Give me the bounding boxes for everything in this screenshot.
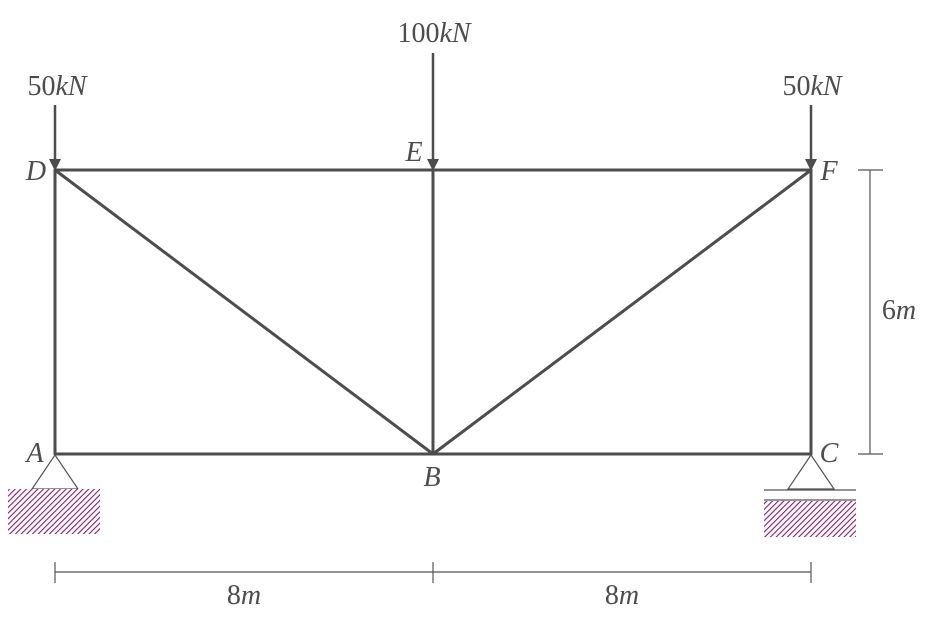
ground-hatch [764, 501, 856, 537]
roller-support-icon [786, 453, 836, 490]
load-arrow-e [427, 53, 439, 171]
dimension-height-label: 6m [882, 295, 916, 326]
load-value-e: 100 [397, 18, 439, 49]
pin-support-a [8, 453, 100, 534]
arrowhead-icon [49, 159, 61, 171]
load-arrow-f [805, 105, 817, 171]
load-label-e: 100kN [397, 18, 471, 49]
roller-support-c [764, 453, 856, 537]
member-BF [431, 168, 813, 456]
node-label-f: F [819, 156, 838, 187]
dimension-span-left-label: 8m [227, 580, 261, 611]
dimension-span-right-label: 8m [605, 580, 639, 611]
node-label-c: C [820, 438, 839, 469]
dimension-height [858, 169, 883, 455]
arrowhead-icon [805, 159, 817, 171]
load-label-d: 50kN [27, 71, 87, 102]
load-arrow-d [49, 105, 61, 171]
load-value-f: 50 [782, 71, 810, 102]
load-label-f: 50kN [782, 71, 842, 102]
arrowhead-icon [427, 159, 439, 171]
member-BD [53, 168, 435, 456]
node-label-e: E [404, 137, 422, 168]
truss-members [53, 168, 813, 456]
load-value-d: 50 [27, 71, 55, 102]
dimension-spans [54, 562, 812, 583]
node-label-d: D [25, 156, 46, 187]
ground-hatch [8, 489, 100, 534]
node-label-b: B [423, 462, 440, 493]
load-unit-e: kN [439, 18, 471, 49]
load-unit-d: kN [55, 71, 87, 102]
node-label-a: A [24, 438, 44, 469]
load-unit-f: kN [810, 71, 842, 102]
